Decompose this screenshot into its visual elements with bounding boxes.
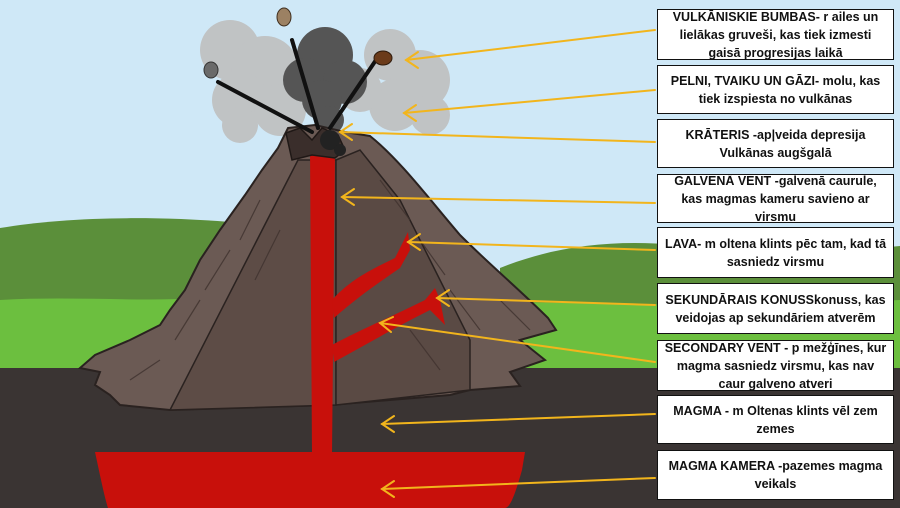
bomb-rock-1	[276, 7, 292, 27]
bomb-rock-3	[203, 61, 219, 79]
rock-texture	[129, 179, 531, 381]
dark-smoke	[283, 27, 367, 134]
label-magma: MAGMA - m Oltenas klints vēl zem zemes	[657, 395, 894, 444]
label-lava: LAVA- m oltena klints pēc tam, kad tā sa…	[657, 227, 894, 278]
leader-arrows	[338, 29, 656, 498]
label-ash-steam-gas: PELNI, TVAIKU UN GĀZI- molu, kas tiek iz…	[657, 65, 894, 114]
crater-rocks-2	[334, 144, 346, 156]
label-volcanic-bombs: VULKĀNISKIE BUMBAS- r ailes un lielākas …	[657, 9, 894, 60]
label-main-vent: GALVENĀ VENT -galvenā caurule, kas magma…	[657, 174, 894, 223]
main-vent-shape	[310, 150, 335, 455]
bomb-trails	[216, 38, 378, 134]
label-secondary-cone: SEKUNDĀRAIS KONUSSkonuss, kas veidojas a…	[657, 283, 894, 334]
magma-chamber-shape	[95, 452, 525, 508]
secondary-vent-shape	[332, 232, 410, 318]
label-secondary-vent: SECONDARY VENT - p mežģīnes, kur magma s…	[657, 340, 894, 391]
label-crater: KRĀTERIS -ap|veida depresija Vulkānas au…	[657, 119, 894, 168]
crater-rocks	[320, 130, 340, 150]
label-magma-chamber: MAGMA KAMERA -pazemes magma veikals	[657, 450, 894, 500]
bomb-rock-2	[373, 50, 393, 66]
